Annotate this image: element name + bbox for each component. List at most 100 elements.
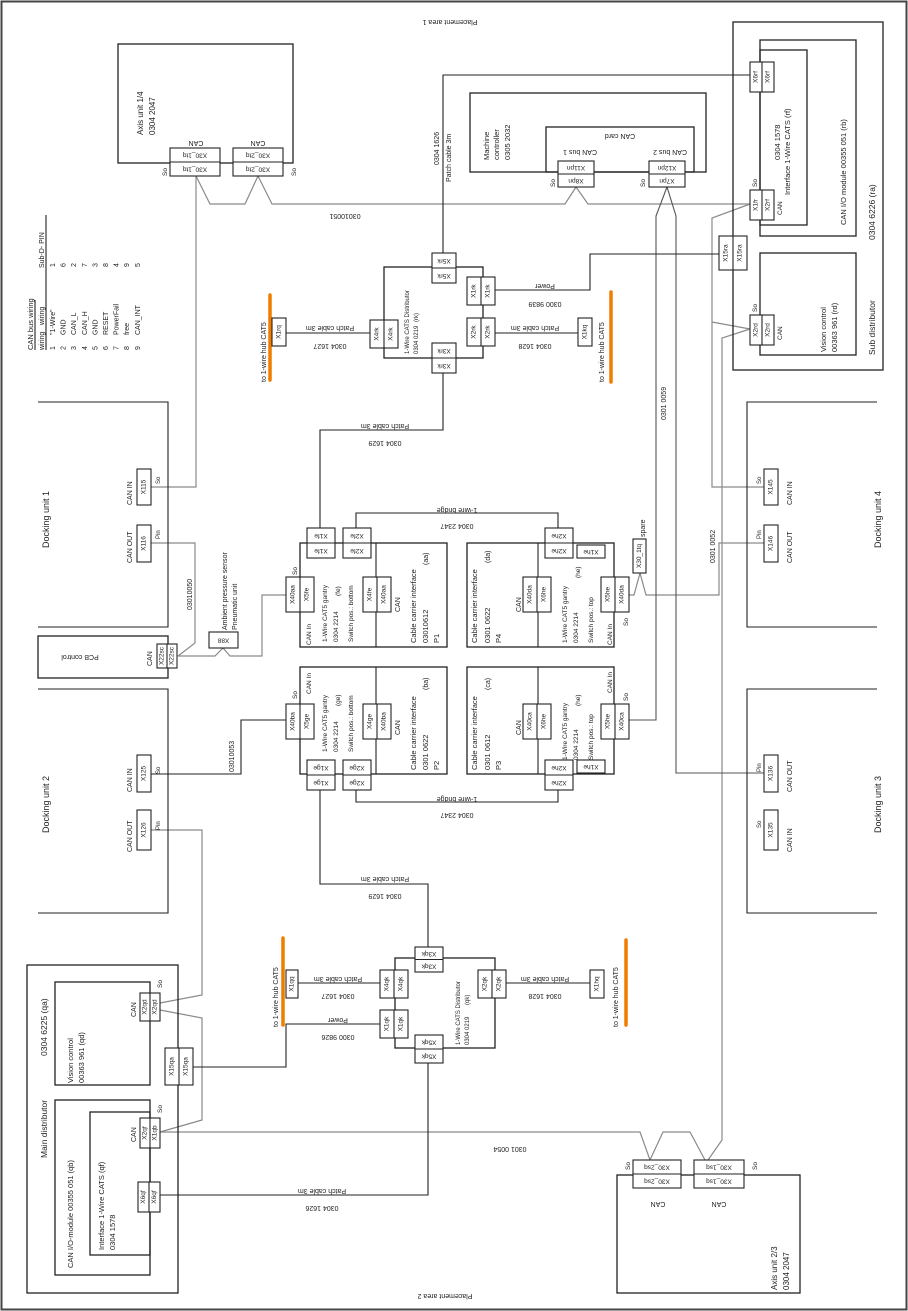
carrier-title: Cable carrier interface xyxy=(409,696,418,770)
can-line-axis2 xyxy=(707,321,751,1161)
wiring-row-pin: 4 xyxy=(82,346,89,350)
connector-x125 xyxy=(136,754,152,793)
connector-label: X2he xyxy=(551,547,567,554)
connector-x116 xyxy=(136,524,152,563)
connector-label: X146 xyxy=(768,536,775,552)
distributor-qk xyxy=(394,957,496,1049)
wiring-row-subd: 8 xyxy=(103,263,110,267)
connector-body xyxy=(576,759,606,774)
wiring-row-signal: CAN_L xyxy=(71,312,78,335)
cable-03010053 xyxy=(150,719,286,775)
connector-x2qd xyxy=(139,992,161,1022)
connector-label: X2he xyxy=(551,532,567,539)
cable-label: Power xyxy=(534,282,555,289)
patch-cable-1629-lower xyxy=(319,790,429,947)
connector-x6rf xyxy=(749,61,775,93)
carrier-title: Cable carrier interface xyxy=(470,696,479,770)
wiring-row-pin: 7 xyxy=(114,346,121,350)
connector-label: X15qa xyxy=(183,1057,190,1076)
connector-label: X2rk xyxy=(471,325,478,339)
axis-unit-1-part: 0304 2047 xyxy=(148,97,157,135)
connector-label: X5rk xyxy=(437,272,451,279)
wiring-row-pin: 5 xyxy=(92,346,99,350)
cable-label-03010052: 0301 0052 xyxy=(710,530,717,563)
connector-label: X5qk xyxy=(421,1053,437,1060)
cable-label: 0304 1628 xyxy=(518,342,551,349)
connector-body xyxy=(589,969,605,999)
wiring-row-subd: 3 xyxy=(92,263,99,267)
can-label: CAN xyxy=(712,1200,727,1207)
gantry-id: (he) xyxy=(575,566,582,578)
wiring-row-subd: 5 xyxy=(135,263,142,267)
wiring-row-subd: 6 xyxy=(61,263,68,267)
cable-label: 0300 9826 xyxy=(321,1033,354,1040)
connector-label: X135 xyxy=(768,822,775,838)
connector-top1 xyxy=(576,759,606,774)
cable-label: Patch cable 3m xyxy=(361,422,409,429)
connector-label: X30_2sq xyxy=(644,1164,670,1171)
connector-label: X2qk xyxy=(482,976,489,992)
hub-label: to 1-wire hub CAT5 xyxy=(613,967,620,1027)
cable-label: Patch cable 3m xyxy=(521,975,569,982)
connector-label: X116 xyxy=(141,536,148,551)
wiring-row-subd: 4 xyxy=(114,263,121,267)
so-label: So xyxy=(550,179,557,187)
connector-body xyxy=(577,317,593,347)
can-out-label: CAN OUT xyxy=(787,760,794,792)
connector-label: X6rf xyxy=(753,71,760,83)
wiring-row-pin: 1 xyxy=(50,346,57,350)
cable-label: 0304 1629 xyxy=(368,892,401,899)
pin-label: Pin xyxy=(156,821,162,830)
cable-03010050 xyxy=(151,542,196,657)
so-label: So xyxy=(156,476,162,484)
connector-top1 xyxy=(576,544,606,559)
so-label: So xyxy=(752,304,759,312)
connector-x1rq xyxy=(271,317,287,347)
can-label: CAN xyxy=(395,597,402,612)
connector-label: X6he xyxy=(541,714,548,730)
so-label: So xyxy=(623,693,630,701)
cable-label: Patch cable 3m xyxy=(361,875,409,882)
connector-label: X30_1sq xyxy=(706,1164,732,1171)
interface-label: Interface 1-Wire CATS (qf) xyxy=(97,1161,106,1250)
connector-body xyxy=(576,544,606,559)
gantry-id: (he) xyxy=(575,694,582,706)
distributor-name: 1-Wire CATS Distributor xyxy=(405,290,411,354)
docking-unit-2-name: Docking unit 2 xyxy=(41,776,51,833)
vision-control-rd xyxy=(759,252,857,356)
main-distributor-name: Main distributor xyxy=(39,1100,49,1158)
connector-label: X1rk xyxy=(485,284,492,298)
can-bus-2-label: CAN bus 2 xyxy=(653,148,687,155)
carrier-title: Cable carrier interface xyxy=(409,569,418,643)
patch-cable-1626-lower xyxy=(160,1063,429,1196)
connector-x1rk xyxy=(466,276,496,306)
connector-label: X125 xyxy=(141,766,148,782)
cable-label: 0304 1627 xyxy=(313,342,346,349)
wiring-col: Sub-D- PIN xyxy=(39,232,46,268)
connector-x30-1tq xyxy=(169,147,221,177)
cable-label: 0304 1629 xyxy=(368,439,401,446)
connector-label: X4ge xyxy=(367,714,374,730)
bridge-lower xyxy=(355,790,559,803)
connector-label: X1fe xyxy=(314,532,328,539)
placement-area-1-label: Placement area 1 xyxy=(422,18,477,25)
connector-label: X1qq xyxy=(289,976,296,992)
connector-label: X3qk xyxy=(421,962,437,969)
can-line-dock2 xyxy=(151,829,203,1004)
vision-control-part: 00363 961 (rd) xyxy=(830,302,839,352)
gantry-id: (ge) xyxy=(335,694,342,706)
wiring-col: wiring xyxy=(39,307,46,326)
connector-label: X3qk xyxy=(421,950,437,957)
so-label: So xyxy=(625,1162,632,1170)
vision-control-label: Vision control xyxy=(819,307,828,352)
carrier-position: P1 xyxy=(432,634,441,643)
connector-x146 xyxy=(763,524,779,563)
connector-x30-2tq xyxy=(232,147,284,177)
switch-position: Switch pos.: top xyxy=(588,597,595,643)
cable-label: 0304 1627 xyxy=(321,992,354,999)
connector-label: X2fe xyxy=(350,532,364,539)
connector-label: X1rq xyxy=(276,325,283,339)
carrier-part: 03010612 xyxy=(421,610,430,643)
carrier-part: 0301 0622 xyxy=(483,608,492,643)
